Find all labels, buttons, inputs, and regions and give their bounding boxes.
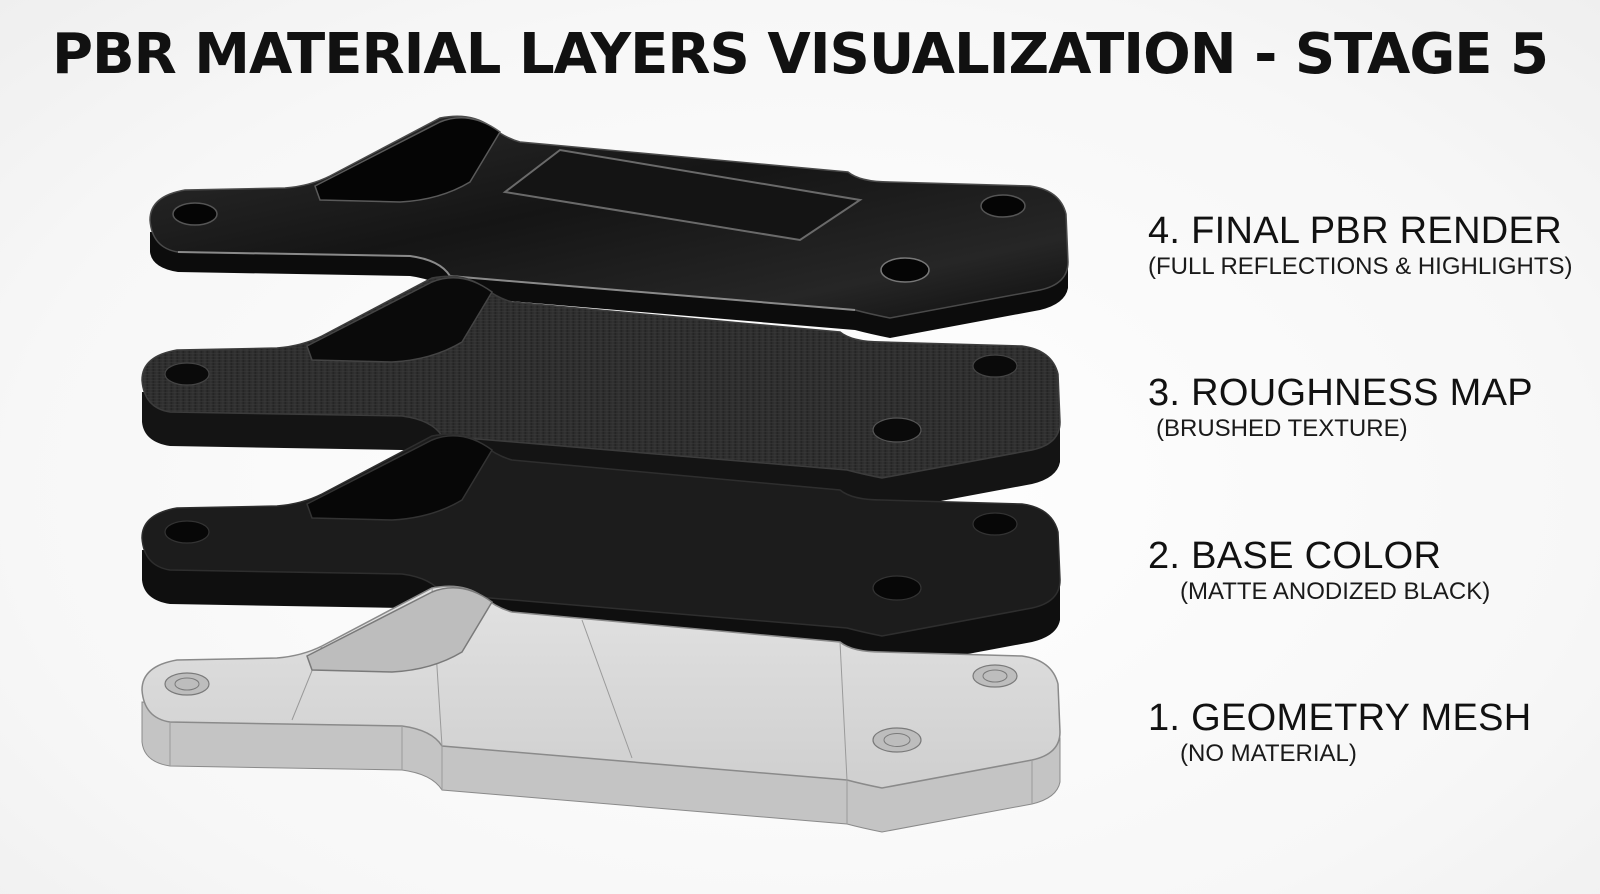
pocket-slot bbox=[306, 277, 493, 363]
pocket-rect bbox=[502, 148, 863, 242]
layer-label-subtitle: (BRUSHED TEXTURE) bbox=[1156, 415, 1408, 442]
layer-label-title: 3. ROUGHNESS MAP bbox=[1148, 372, 1533, 414]
bolt-hole bbox=[982, 669, 1008, 683]
layer-label-geometry-mesh: 1. GEOMETRY MESH (NO MATERIAL) bbox=[1148, 697, 1531, 769]
bolt-hole bbox=[883, 733, 911, 747]
bolt-hole bbox=[164, 672, 210, 696]
bolt-hole bbox=[164, 362, 210, 386]
mesh-wire-lines bbox=[169, 587, 1033, 824]
pocket-slot bbox=[306, 435, 493, 521]
bolt-hole bbox=[174, 677, 200, 691]
layer-label-subtitle: (MATTE ANODIZED BLACK) bbox=[1180, 578, 1491, 605]
bolt-hole bbox=[872, 575, 922, 601]
layer-label-title: 4. FINAL PBR RENDER bbox=[1148, 210, 1562, 252]
layer-label-title: 1. GEOMETRY MESH bbox=[1148, 697, 1532, 739]
layer-label-title: 2. BASE COLOR bbox=[1148, 535, 1442, 577]
bolt-hole bbox=[172, 202, 218, 226]
layer-label-subtitle: (FULL REFLECTIONS & HIGHLIGHTS) bbox=[1148, 253, 1573, 280]
layer-label-final-pbr-render: 4. FINAL PBR RENDER (FULL REFLECTIONS & … bbox=[1148, 210, 1573, 282]
plate-geometry-mesh bbox=[141, 585, 1061, 833]
pocket-slot bbox=[306, 587, 493, 673]
bolt-hole bbox=[972, 664, 1018, 688]
bolt-hole bbox=[880, 257, 930, 283]
bolt-hole bbox=[972, 512, 1018, 536]
plate-roughness-map bbox=[141, 275, 1061, 512]
bolt-hole bbox=[972, 354, 1018, 378]
plate-base-color bbox=[141, 433, 1061, 670]
bolt-hole bbox=[980, 194, 1026, 218]
plate-stack bbox=[141, 115, 1069, 833]
pocket-slot bbox=[314, 117, 501, 203]
plate-top-surface bbox=[149, 115, 1069, 319]
bolt-hole bbox=[872, 727, 922, 753]
bolt-hole bbox=[872, 417, 922, 443]
layer-label-subtitle: (NO MATERIAL) bbox=[1180, 740, 1357, 767]
layer-label-base-color: 2. BASE COLOR (MATTE ANODIZED BLACK) bbox=[1148, 535, 1490, 607]
plate-final-pbr-render bbox=[149, 115, 1069, 338]
page-title: PBR MATERIAL LAYERS VISUALIZATION - STAG… bbox=[51, 22, 1549, 87]
bolt-hole bbox=[164, 520, 210, 544]
layer-label-roughness-map: 3. ROUGHNESS MAP (BRUSHED TEXTURE) bbox=[1148, 372, 1533, 444]
